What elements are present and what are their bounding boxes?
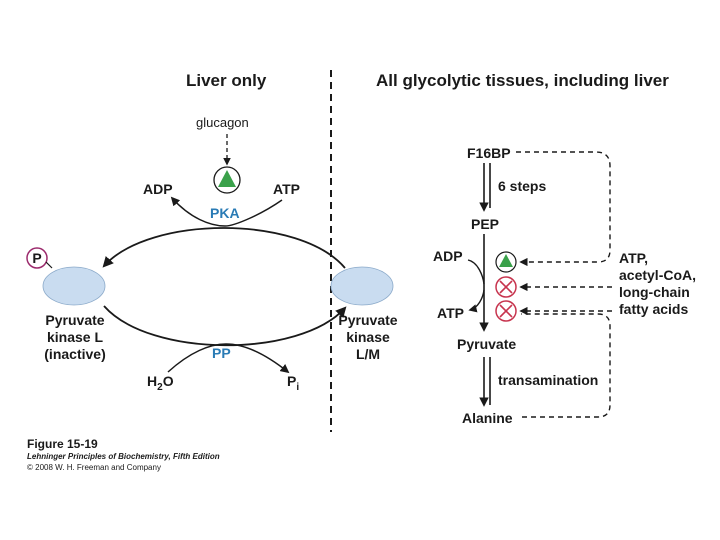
pyruvate-kinase-active-shape [330, 266, 394, 306]
svg-text:Pyruvate: Pyruvate [45, 312, 104, 328]
h2o-label: H2O [147, 373, 174, 393]
header-all-tissues: All glycolytic tissues, including liver [376, 71, 669, 90]
adp-top-label: ADP [143, 181, 173, 197]
phospho-marker: P [26, 247, 48, 269]
dephosphorylation-arc [103, 305, 347, 347]
activator-icon [495, 251, 517, 273]
svg-text:fatty acids: fatty acids [619, 301, 688, 317]
svg-text:acetyl-CoA,: acetyl-CoA, [619, 267, 696, 283]
atp-to-adp-arrow [170, 196, 283, 227]
pyruvate-kinase-active-label: Pyruvate kinase L/M [338, 312, 397, 362]
atp-top-label: ATP [273, 181, 300, 197]
alanine-label: Alanine [462, 410, 513, 426]
inhibitor-icon-1 [495, 276, 517, 298]
transamination-label: transamination [498, 372, 598, 388]
pi-label: Pi [287, 373, 299, 393]
pyruvate-kinase-inactive-label: Pyruvate kinase L (inactive) [44, 312, 105, 362]
atp-right-label: ATP [437, 305, 464, 321]
svg-text:long-chain: long-chain [619, 284, 690, 300]
pp-label: PP [212, 345, 231, 361]
svg-text:ATP,: ATP, [619, 250, 648, 266]
figure-number: Figure 15-19 [27, 437, 98, 451]
pka-activator-icon [213, 166, 241, 194]
phosphorylation-arc [102, 227, 346, 269]
regulator-list: ATP, acetyl-CoA, long-chain fatty acids [619, 250, 696, 317]
svg-text:P: P [32, 250, 41, 266]
inhibitor-icon-2 [495, 300, 517, 322]
svg-text:(inactive): (inactive) [44, 346, 105, 362]
f16bp-feedforward-line [516, 151, 611, 267]
copyright: © 2008 W. H. Freeman and Company [27, 463, 161, 472]
pka-label: PKA [210, 205, 240, 221]
adp-right-label: ADP [433, 248, 463, 264]
svg-text:L/M: L/M [356, 346, 380, 362]
pep-label: PEP [471, 216, 499, 232]
header-liver-only: Liver only [186, 71, 267, 90]
atp-arrow [468, 289, 485, 313]
h2o-to-pi-arrow [167, 343, 290, 374]
svg-text:Pyruvate: Pyruvate [338, 312, 397, 328]
alanine-inhibition-line [521, 313, 611, 418]
pyruvate-kinase-inactive-shape [42, 266, 106, 306]
svg-text:kinase: kinase [346, 329, 390, 345]
six-steps-label: 6 steps [498, 178, 546, 194]
f16bp-label: F16BP [467, 145, 511, 161]
glucagon-label: glucagon [196, 115, 249, 130]
adp-arrow [467, 259, 485, 285]
book-title: Lehninger Principles of Biochemistry, Fi… [27, 452, 220, 461]
phospho-link [45, 261, 53, 269]
pyruvate-label: Pyruvate [457, 336, 516, 352]
svg-text:kinase L: kinase L [47, 329, 103, 345]
